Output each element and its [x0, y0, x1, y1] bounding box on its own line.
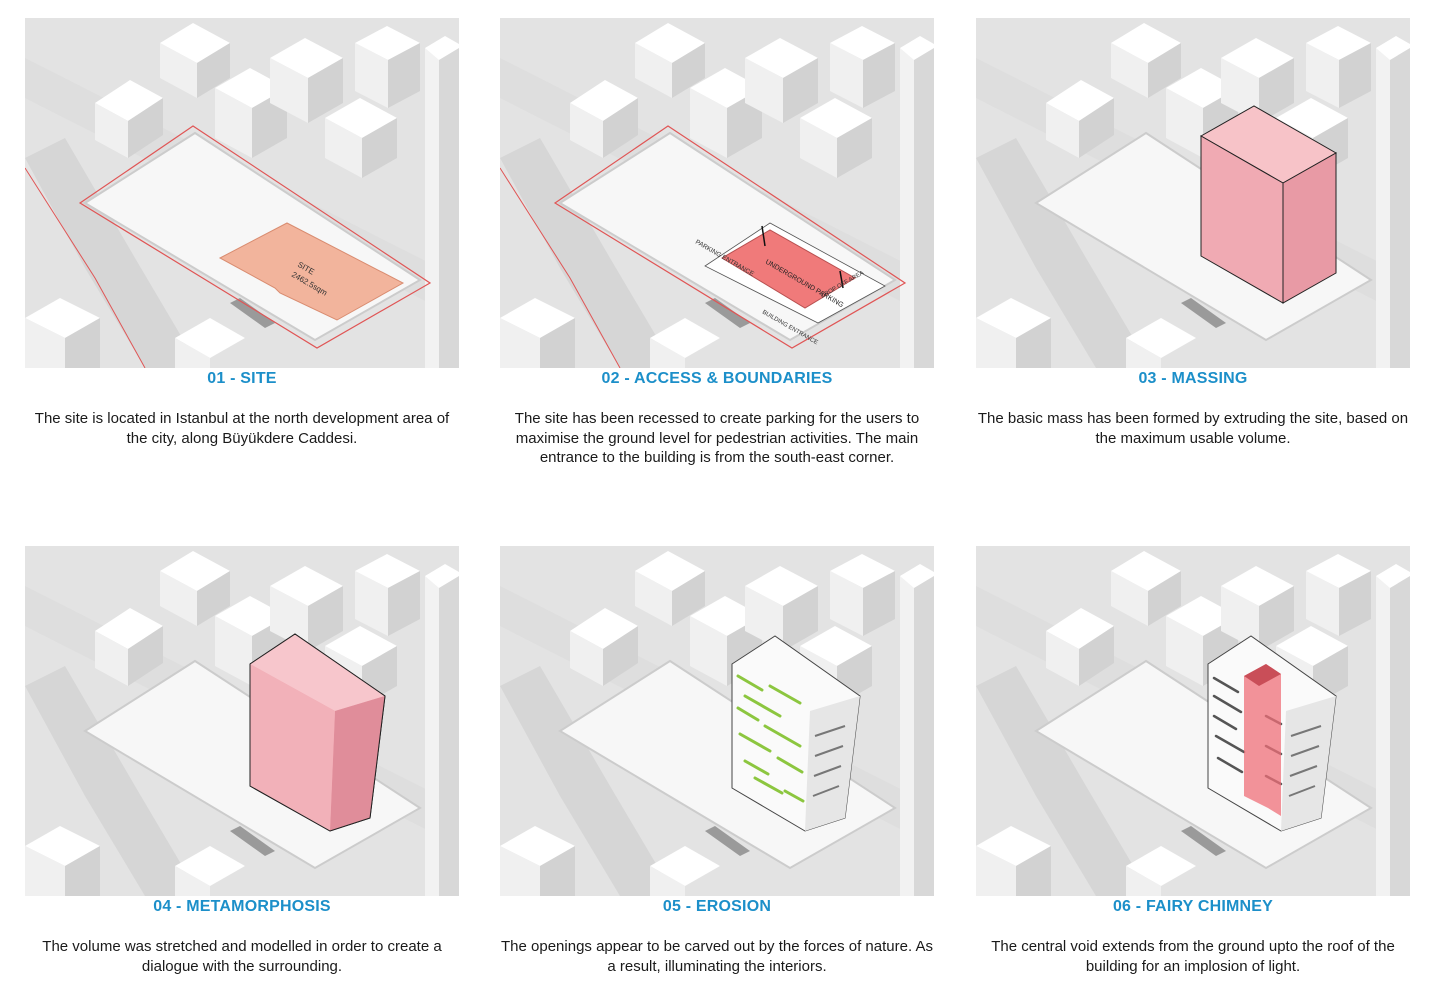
panel-caption: The volume was stretched and modelled in… [42, 938, 442, 975]
massing-diagram [976, 18, 1410, 368]
panel-caption: The site has been recessed to create par… [514, 410, 920, 466]
panel-title: 05 - EROSION [662, 898, 772, 915]
panel-title: 02 - ACCESS & BOUNDARIES [601, 370, 833, 387]
erosion-diagram [500, 546, 934, 896]
panel-caption: The site is located in Istanbul at the n… [34, 410, 450, 447]
panel-title: 04 - METAMORPHOSIS [153, 898, 331, 915]
panel-title: 01 - SITE [207, 370, 277, 387]
site-diagram: SITE 2462.5sqm [25, 18, 459, 368]
panel-caption: The basic mass has been formed by extrud… [977, 410, 1409, 447]
panel-title: 03 - MASSING [1138, 370, 1248, 387]
access-diagram: PARKING ENTRANCE UNDERGROUND PARKING BUI… [500, 18, 934, 368]
metamorphosis-diagram [25, 546, 459, 896]
fairy-chimney-diagram [976, 546, 1410, 896]
panel-caption: The central void extends from the ground… [991, 938, 1395, 975]
panel-title: 06 - FAIRY CHIMNEY [1112, 898, 1274, 915]
panel-caption: The openings appear to be carved out by … [501, 938, 933, 975]
